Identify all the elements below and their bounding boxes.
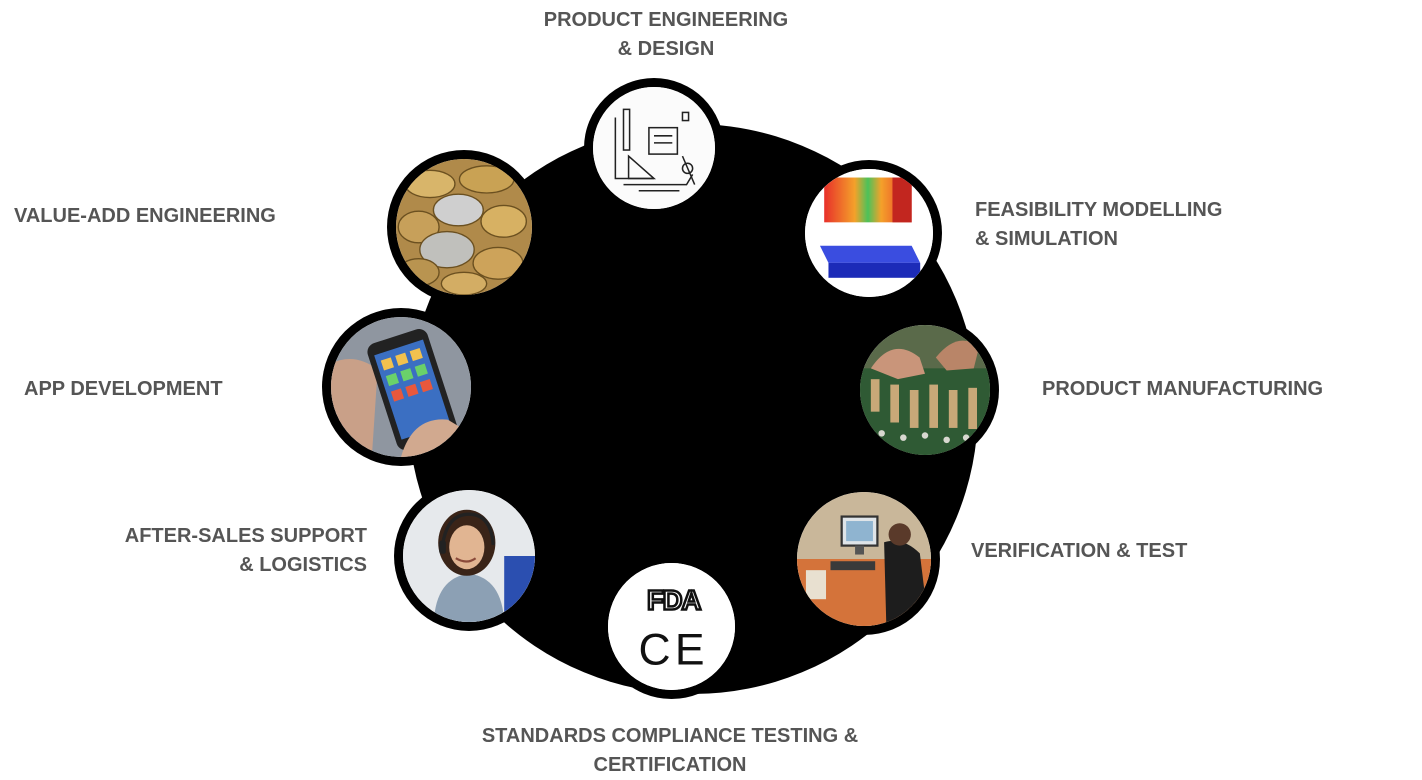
label-app-development: APP DEVELOPMENT	[24, 375, 223, 404]
circuit-board-icon	[860, 325, 990, 455]
node-after-sales	[394, 481, 544, 631]
node-manufacturing	[851, 316, 999, 464]
blueprint-drawing-icon	[593, 87, 715, 209]
test-workstation-icon	[797, 492, 931, 626]
label-standards: STANDARDS COMPLIANCE TESTING & CERTIFICA…	[402, 722, 938, 780]
simulation-model-icon	[805, 169, 933, 297]
ce-logo-text: CE	[639, 626, 709, 675]
label-line: & DESIGN	[617, 38, 715, 60]
smartphone-icon	[331, 317, 471, 457]
label-line: VERIFICATION & TEST	[971, 540, 1188, 562]
label-verification: VERIFICATION & TEST	[971, 537, 1187, 566]
label-line: APP DEVELOPMENT	[24, 378, 223, 400]
label-manufacturing: PRODUCT MANUFACTURING	[1042, 375, 1323, 404]
support-agent-icon	[403, 490, 535, 622]
label-after-sales: AFTER-SALES SUPPORT & LOGISTICS	[40, 522, 367, 580]
node-product-engineering	[584, 78, 724, 218]
node-standards: FDA CE	[599, 554, 744, 699]
fda-ce-logo-icon: FDA CE	[608, 563, 735, 690]
node-value-add	[387, 150, 541, 304]
label-line: & LOGISTICS	[239, 554, 367, 576]
label-line: AFTER-SALES SUPPORT	[124, 525, 367, 547]
label-feasibility: FEASIBILITY MODELLING & SIMULATION	[975, 196, 1222, 254]
node-app-development	[322, 308, 480, 466]
label-line: VALUE-ADD ENGINEERING	[14, 205, 276, 227]
fda-logo-text: FDA	[647, 585, 702, 616]
label-line: FEASIBILITY MODELLING	[975, 199, 1223, 221]
label-product-engineering: PRODUCT ENGINEERING & DESIGN	[489, 6, 843, 64]
label-line: CERTIFICATION	[593, 754, 747, 776]
label-line: & SIMULATION	[975, 228, 1118, 250]
label-line: PRODUCT MANUFACTURING	[1042, 378, 1324, 400]
label-line: STANDARDS COMPLIANCE TESTING &	[481, 725, 859, 747]
label-line: PRODUCT ENGINEERING	[543, 9, 789, 31]
node-verification	[788, 483, 940, 635]
coins-icon	[396, 159, 532, 295]
node-feasibility	[796, 160, 942, 306]
label-value-add: VALUE-ADD ENGINEERING	[14, 202, 276, 231]
